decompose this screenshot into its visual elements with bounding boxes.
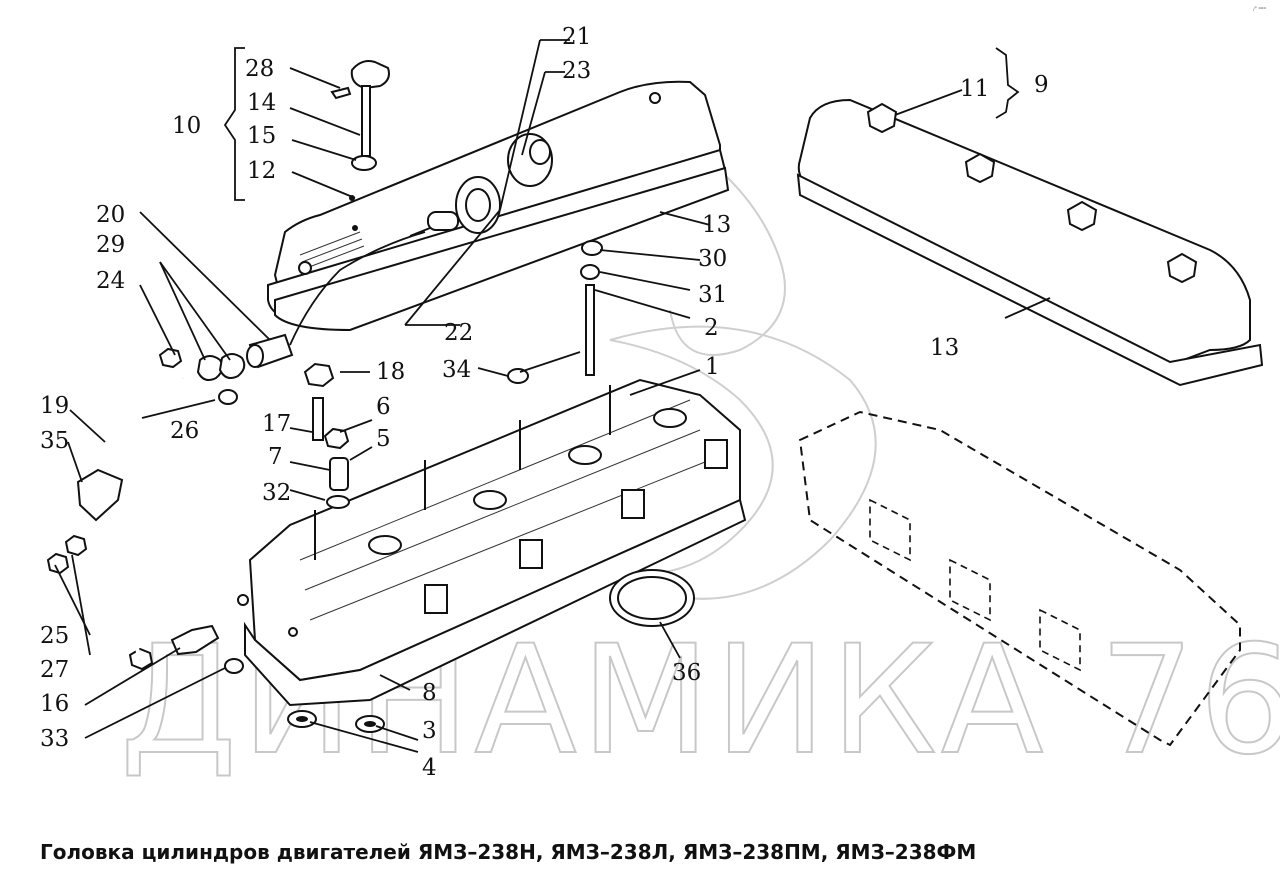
callout-labels: 28 14 15 10 12 21 23 11 9 20 13 29 30 24…	[40, 24, 1049, 781]
callout-18: 18	[376, 359, 405, 385]
tubes	[76, 231, 426, 661]
callout-16: 16	[40, 691, 69, 717]
filler-cap-assembly	[330, 60, 390, 171]
callout-31: 31	[698, 282, 727, 308]
valve-cover-right	[796, 98, 1264, 387]
callout-14: 14	[247, 90, 276, 116]
callout-8: 8	[422, 680, 437, 706]
callout-6: 6	[376, 394, 391, 420]
callout-13b: 13	[930, 335, 959, 361]
callout-17: 17	[262, 411, 291, 437]
callout-30: 30	[698, 246, 727, 272]
callout-10: 10	[172, 113, 201, 139]
callout-33: 33	[40, 726, 69, 752]
cylinder-head-outline	[798, 410, 1241, 747]
callout-5: 5	[376, 426, 391, 452]
corner-stamp: ᵢᴾ ᵒᵒᵒ	[1253, 6, 1266, 13]
callout-19: 19	[40, 393, 69, 419]
callout-21: 21	[562, 24, 591, 50]
valve-cover-left	[267, 80, 730, 332]
callout-25: 25	[40, 623, 69, 649]
callout-29: 29	[96, 232, 125, 258]
washers	[287, 710, 385, 733]
callout-1: 1	[705, 354, 720, 380]
callout-4: 4	[422, 755, 437, 781]
callout-36: 36	[672, 660, 701, 686]
callout-28: 28	[245, 56, 274, 82]
callout-35: 35	[40, 428, 69, 454]
callout-27: 27	[40, 657, 69, 683]
callout-20: 20	[96, 202, 125, 228]
callout-23: 23	[562, 58, 591, 84]
cylinder-head	[237, 378, 747, 707]
gasket-ring	[609, 569, 695, 627]
callout-24: 24	[96, 268, 125, 294]
callout-3: 3	[422, 718, 437, 744]
callout-12: 12	[247, 158, 276, 184]
callout-34: 34	[442, 357, 471, 383]
callout-32: 32	[262, 480, 291, 506]
callout-26: 26	[170, 418, 199, 444]
loose-parts	[46, 240, 603, 674]
callout-22: 22	[444, 320, 473, 346]
callout-15: 15	[247, 123, 276, 149]
figure-caption: Головка цилиндров двигателей ЯМЗ–238Н, Я…	[40, 840, 977, 864]
callout-11: 11	[960, 76, 989, 102]
callout-9: 9	[1034, 72, 1049, 98]
callout-13a: 13	[702, 212, 731, 238]
callout-7: 7	[268, 444, 283, 470]
leader-lines	[54, 39, 1051, 753]
callout-2: 2	[704, 315, 719, 341]
